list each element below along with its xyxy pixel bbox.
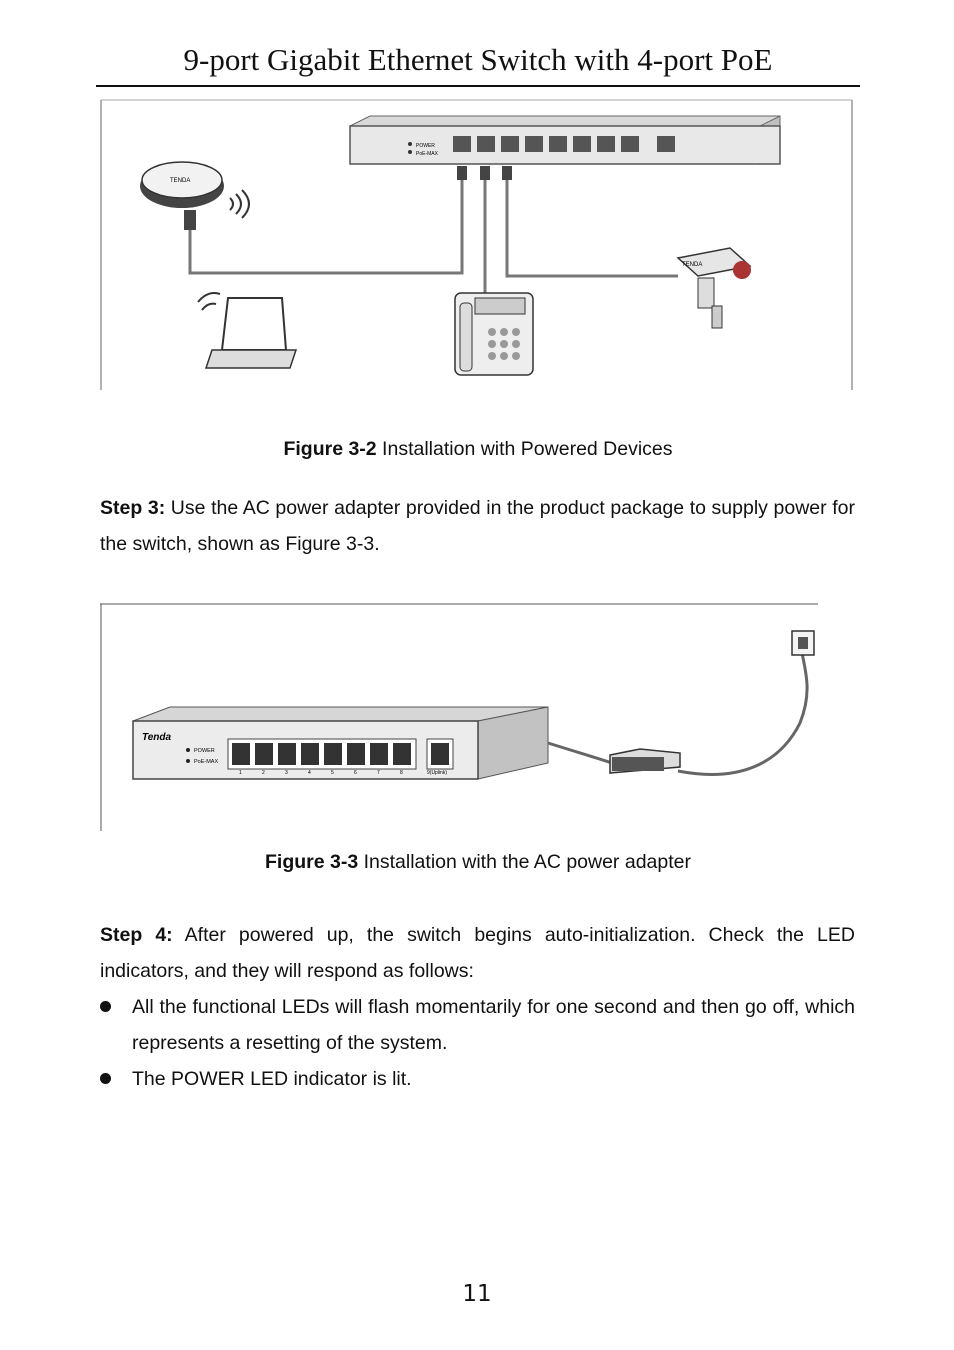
figure-3-3-caption-text: Installation with the AC power adapter [358, 851, 691, 873]
figure-3-2-caption: Figure 3-2 Installation with Powered Dev… [96, 438, 860, 461]
uplink-port-label: 9(Uplink) [427, 770, 447, 776]
step-3-label: Step 3: [100, 497, 166, 519]
power-adapter [609, 748, 681, 774]
ip-camera: TENDA [676, 247, 752, 329]
wall-outlet [791, 630, 815, 656]
bullet-text: The POWER LED indicator is lit. [132, 1068, 412, 1090]
switch-led-label-poe: PoE-MAX [416, 151, 439, 157]
bullet-item: All the functional LEDs will flash momen… [100, 989, 855, 1061]
laptop [197, 292, 298, 369]
switch-led-label-power: POWER [416, 143, 435, 149]
port-number: 4 [308, 770, 311, 776]
figure-3-2-caption-text: Installation with Powered Devices [376, 438, 673, 460]
bullet-dot-icon [100, 1073, 111, 1084]
port-number: 3 [285, 770, 288, 776]
figure-3-3-label: Figure 3-3 [265, 851, 359, 873]
access-point: TENDA [140, 161, 250, 219]
port-number: 5 [331, 770, 334, 776]
figure-3-3-illustration: Tenda POWER PoE-MAX 1 2 3 4 5 6 7 8 9(Up… [100, 603, 818, 831]
figure-3-3-caption: Figure 3-3 Installation with the AC powe… [96, 851, 860, 874]
bullet-text: All the functional LEDs will flash momen… [132, 996, 855, 1054]
power-cable [547, 652, 809, 776]
figure-3-2-label: Figure 3-2 [283, 438, 377, 460]
poe-switch: POWER PoE-MAX [349, 115, 781, 165]
ap-brand-label: TENDA [170, 178, 190, 184]
port-number: 2 [262, 770, 265, 776]
port-number: 8 [400, 770, 403, 776]
camera-brand-label: TENDA [682, 262, 702, 268]
page-number: 11 [462, 1281, 492, 1307]
step-4-label: Step 4: [100, 924, 173, 946]
led-label-poe-max: PoE-MAX [194, 759, 218, 765]
step-3-text: Use the AC power adapter provided in the… [100, 497, 855, 555]
step-4-paragraph: Step 4: After powered up, the switch beg… [100, 917, 855, 989]
switch-front-panel: Tenda POWER PoE-MAX 1 2 3 4 5 6 7 8 9(Up… [132, 706, 549, 780]
page-header-title: 9-port Gigabit Ethernet Switch with 4-po… [183, 42, 773, 77]
ethernet-cables [188, 176, 678, 298]
step-4-text: After powered up, the switch begins auto… [100, 924, 855, 982]
port-number: 6 [354, 770, 357, 776]
bullet-dot-icon [100, 1001, 111, 1012]
port-number: 1 [239, 770, 242, 776]
port-number: 7 [377, 770, 380, 776]
bullet-item: The POWER LED indicator is lit. [100, 1061, 855, 1097]
header-rule [96, 85, 860, 87]
switch-brand-label: Tenda [142, 732, 172, 743]
led-label-power: POWER [194, 748, 215, 754]
rj45-connectors [184, 166, 512, 230]
ip-phone [454, 292, 534, 376]
figure-3-2-illustration: POWER PoE-MAX TENDA [100, 99, 853, 390]
step-3-paragraph: Step 3: Use the AC power adapter provide… [100, 490, 855, 562]
